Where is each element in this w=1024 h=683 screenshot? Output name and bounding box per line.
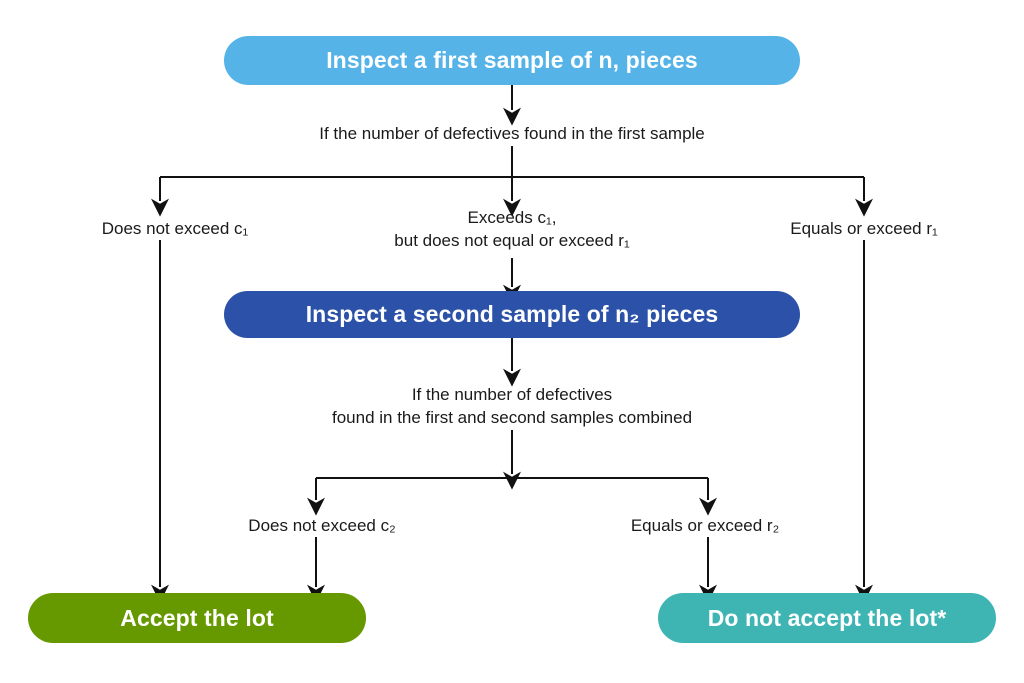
caption-branch-does-not-exceed-c1: Does not exceed c₁ [101, 219, 249, 238]
node-do-not-accept-the-lot: Do not accept the lot* [658, 593, 996, 643]
caption-branch-exceeds-c1: Exceeds c₁, but does not equal or exceed… [394, 208, 630, 250]
node-accept-the-lot: Accept the lot [28, 593, 366, 643]
caption-branch-equals-or-exceed-r2: Equals or exceed r₂ [630, 516, 780, 535]
caption-branch-does-not-exceed-c2: Does not exceed c₂ [248, 516, 396, 535]
caption-first-condition: If the number of defectives found in the… [319, 124, 705, 143]
caption-second-condition: If the number of defectives found in the… [331, 385, 693, 427]
caption-branch-equals-or-exceed-r1: Equals or exceed r₁ [790, 219, 938, 238]
node-inspect-second-sample: Inspect a second sample of n₂ pieces [224, 291, 800, 338]
node-inspect-first-sample: Inspect a first sample of n, pieces [224, 36, 800, 85]
